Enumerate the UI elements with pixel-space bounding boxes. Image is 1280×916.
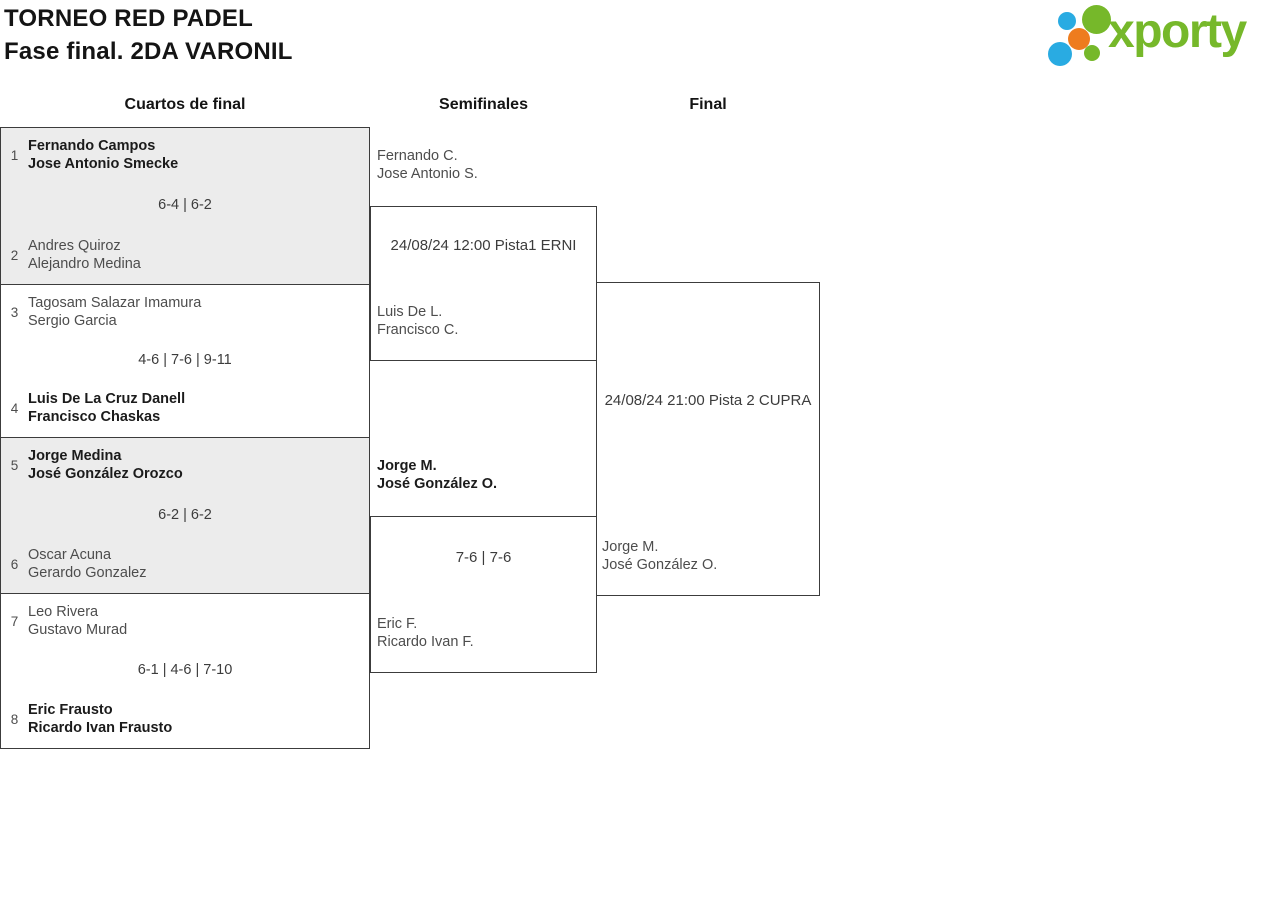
player-name: Tagosam Salazar Imamura	[28, 295, 202, 311]
match-score: 4-6 | 7-6 | 9-11	[138, 352, 232, 368]
round-header-cuartos: Cuartos de final	[124, 96, 246, 113]
player-name: Jorge Medina	[28, 448, 122, 464]
phase-category: Fase final. 2DA VARONIL	[4, 38, 293, 65]
player-name: Sergio Garcia	[28, 313, 117, 329]
player-name: Francisco C.	[377, 322, 459, 338]
sf2-team1-label: Jorge M. José González O.	[377, 457, 497, 493]
seed-number: 8	[10, 711, 19, 727]
match-final: 24/08/24 21:00 Pista 2 CUPRA	[596, 282, 820, 596]
player-name: Jorge M.	[377, 458, 437, 474]
team-row: 3 Tagosam Salazar Imamura Sergio Garcia	[1, 294, 369, 330]
team-row: 7 Leo Rivera Gustavo Murad	[1, 603, 369, 639]
seed-number: 5	[10, 457, 19, 473]
player-name: Luis De La Cruz Danell	[28, 391, 186, 407]
page-title: TORNEO RED PADEL Fase final. 2DA VARONIL	[4, 2, 293, 68]
match-schedule: 24/08/24 12:00 Pista1 ERNI	[390, 237, 577, 254]
player-name: Luis De L.	[377, 304, 443, 320]
player-name: Gustavo Murad	[28, 622, 128, 638]
player-name: Gerardo Gonzalez	[28, 565, 147, 581]
logo-dot-blue-small	[1058, 12, 1076, 30]
sf1-team2-label: Luis De L. Francisco C.	[377, 303, 458, 339]
logo-wordmark: xporty	[1108, 5, 1247, 58]
player-name: Jorge M.	[602, 539, 659, 555]
team-row: 2 Andres Quiroz Alejandro Medina	[1, 237, 369, 273]
player-name: Andres Quiroz	[28, 238, 121, 254]
round-header-final: Final	[689, 96, 727, 113]
player-name: José González O.	[602, 557, 718, 573]
match-qf-2: 3 Tagosam Salazar Imamura Sergio Garcia …	[0, 284, 370, 438]
round-header-semifinales: Semifinales	[439, 96, 528, 113]
team-row: 5 Jorge Medina José González Orozco	[1, 447, 369, 483]
player-name: Oscar Acuna	[28, 547, 112, 563]
sf2-team2-label: Eric F. Ricardo Ivan F.	[377, 615, 474, 651]
seed-number: 4	[10, 400, 19, 416]
seed-number: 2	[10, 247, 19, 263]
seed-number: 3	[10, 304, 19, 320]
logo-dot-orange	[1068, 28, 1090, 50]
final-team-label: Jorge M. José González O.	[602, 538, 717, 574]
team-row: 8 Eric Frausto Ricardo Ivan Frausto	[1, 701, 369, 737]
player-name: Leo Rivera	[28, 604, 99, 620]
player-name: Francisco Chaskas	[28, 409, 161, 425]
match-score: 6-2 | 6-2	[158, 506, 212, 523]
player-name: Alejandro Medina	[28, 256, 141, 272]
logo-dot-blue-large	[1048, 42, 1072, 66]
player-name: José González O.	[377, 476, 498, 492]
seed-number: 1	[10, 147, 19, 163]
player-name: José González Orozco	[28, 466, 183, 482]
seed-number: 7	[10, 613, 19, 629]
match-score: 6-1 | 4-6 | 7-10	[137, 662, 233, 678]
player-name: Eric F.	[377, 616, 418, 632]
match-sf-2: 7-6 | 7-6	[370, 516, 597, 673]
player-name: Fernando Campos	[28, 138, 156, 154]
seed-number: 6	[10, 556, 19, 572]
team-row: 4 Luis De La Cruz Danell Francisco Chask…	[1, 390, 369, 426]
player-name: Ricardo Ivan F.	[377, 634, 474, 650]
logo-dot-green-small	[1084, 45, 1100, 61]
match-score: 6-4 | 6-2	[158, 197, 212, 213]
team-row: 6 Oscar Acuna Gerardo Gonzalez	[1, 546, 369, 582]
match-qf-4: 7 Leo Rivera Gustavo Murad 6-1 | 4-6 | 7…	[0, 593, 370, 749]
player-name: Ricardo Ivan Frausto	[28, 720, 173, 736]
match-qf-1: 1 Fernando Campos Jose Antonio Smecke 6-…	[0, 127, 370, 285]
player-name: Eric Frausto	[28, 702, 113, 718]
logo-dot-green-large	[1082, 5, 1111, 34]
team-row: 1 Fernando Campos Jose Antonio Smecke	[1, 137, 369, 173]
tournament-name: TORNEO RED PADEL	[4, 5, 254, 32]
player-name: Jose Antonio Smecke	[28, 156, 179, 172]
match-schedule: 24/08/24 21:00 Pista 2 CUPRA	[604, 392, 812, 409]
player-name: Jose Antonio S.	[377, 166, 478, 182]
player-name: Fernando C.	[377, 148, 458, 164]
match-qf-3: 5 Jorge Medina José González Orozco 6-2 …	[0, 437, 370, 594]
match-score: 7-6 | 7-6	[455, 549, 512, 566]
sf1-team1-label: Fernando C. Jose Antonio S.	[377, 147, 478, 183]
